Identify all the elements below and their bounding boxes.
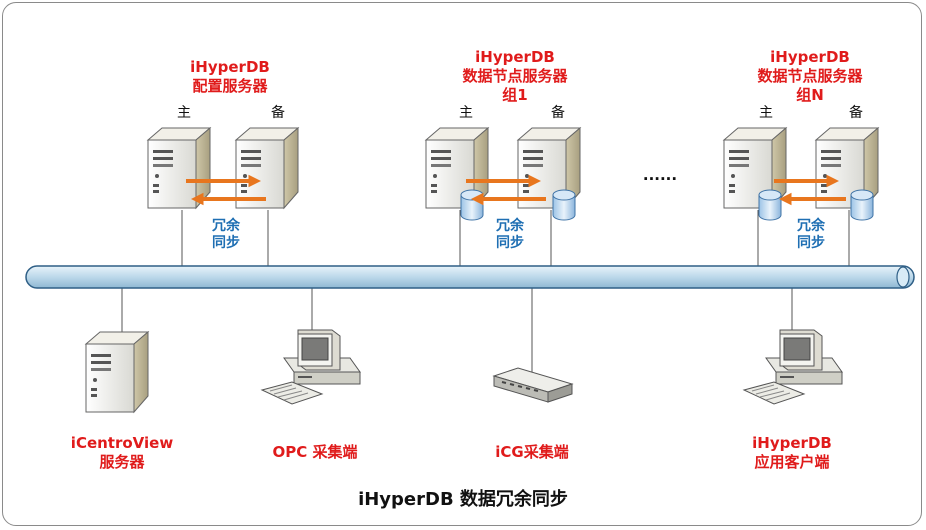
client-workstation-icon [743,329,843,405]
client-line1: iHyperDB [752,434,832,452]
client-label-icg: iCG采集端 [472,443,592,462]
client-label-opc: OPC 采集端 [255,443,375,462]
sync-line1: 冗余 [496,218,524,234]
sync-line2: 同步 [212,235,240,251]
backup-label: 备 [271,105,285,121]
client-line1: OPC 采集端 [272,443,358,461]
primary-label: 主 [459,105,473,121]
sync-line2: 同步 [496,235,524,251]
backup-label: 备 [551,105,565,121]
database-icon [758,189,782,221]
client-drop-lines [121,288,793,372]
database-icon [850,189,874,221]
icentroview-server-icon [85,331,149,413]
sync-arrows [186,174,846,206]
primary-label: 主 [759,105,773,121]
sync-label: 冗余 同步 [206,218,246,252]
client-line2: 服务器 [99,453,145,471]
database-icon [460,189,484,221]
sync-line1: 冗余 [212,218,240,234]
network-bus [25,265,915,289]
sync-label: 冗余 同步 [791,218,831,252]
sync-line2: 同步 [797,235,825,251]
diagram-title: iHyperDB 数据冗余同步 [358,489,568,510]
group-line1: iHyperDB [770,48,850,66]
group-line2: 数据节点服务器 [462,67,568,85]
group-line2: 数据节点服务器 [757,67,863,85]
group-line2: 配置服务器 [192,77,268,95]
group-line1: iHyperDB [190,58,270,76]
sync-label: 冗余 同步 [490,218,530,252]
group-line1: iHyperDB [475,48,555,66]
server-drop-lines [181,210,850,266]
client-line1: iCG采集端 [495,443,569,461]
group-label-dataN: iHyperDB 数据节点服务器 组N [740,48,880,105]
group-line3: 组1 [502,86,528,104]
config-server-backup-icon [235,127,299,209]
sync-line1: 冗余 [797,218,825,234]
client-line2: 应用客户端 [754,453,830,471]
client-label-ihyperdb: iHyperDB 应用客户端 [732,434,852,472]
config-server-primary-icon [147,127,211,209]
client-line1: iCentroView [70,434,174,452]
opc-workstation-icon [261,329,361,405]
backup-label: 备 [849,105,863,121]
group-label-data1: iHyperDB 数据节点服务器 组1 [445,48,585,105]
client-label-icentroview: iCentroView 服务器 [62,434,182,472]
database-icon [552,189,576,221]
more-groups-ellipsis: ...... [642,166,678,184]
group-line3: 组N [796,86,824,104]
primary-label: 主 [177,105,191,121]
network-switch-icon [493,367,573,403]
group-label-config: iHyperDB 配置服务器 [180,58,280,96]
